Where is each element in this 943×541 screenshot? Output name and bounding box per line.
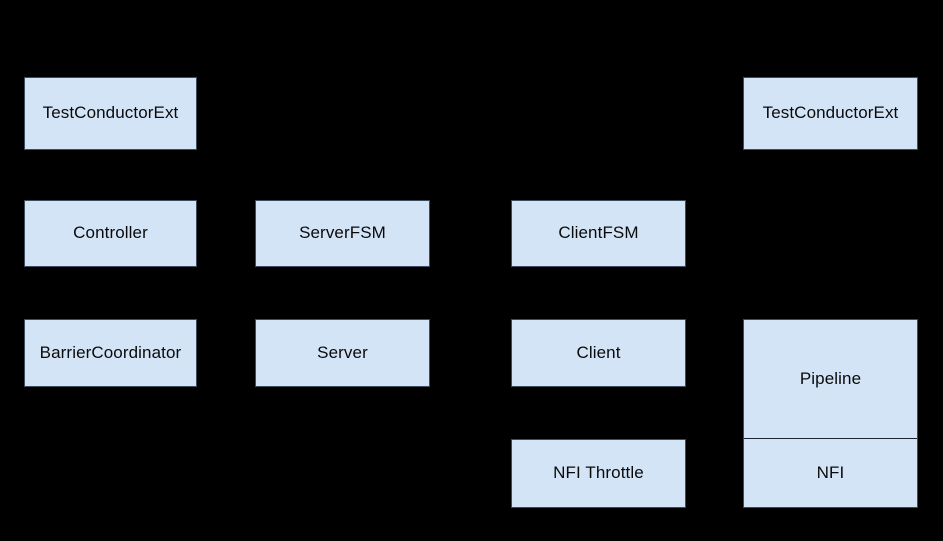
node-client-fsm[interactable]: ClientFSM <box>511 200 686 267</box>
node-server[interactable]: Server <box>255 319 430 387</box>
node-label-test-conductor-ext-left: TestConductorExt <box>42 103 179 123</box>
node-label-nfi: NFI <box>816 462 845 482</box>
node-nfi[interactable]: NFI <box>744 437 917 507</box>
node-label-client: Client <box>576 342 621 362</box>
node-label-test-conductor-ext-right: TestConductorExt <box>762 103 899 123</box>
node-label-pipeline: Pipeline <box>799 368 862 388</box>
node-barrier-coordinator[interactable]: BarrierCoordinator <box>24 319 197 387</box>
node-label-client-fsm: ClientFSM <box>558 223 639 243</box>
node-pipeline[interactable]: Pipeline <box>744 320 917 438</box>
node-client[interactable]: Client <box>511 319 686 387</box>
node-test-conductor-ext-right[interactable]: TestConductorExt <box>743 77 918 150</box>
node-label-server: Server <box>317 342 368 362</box>
node-label-controller: Controller <box>73 223 148 243</box>
node-server-fsm[interactable]: ServerFSM <box>255 200 430 267</box>
node-nfi-throttle[interactable]: NFI Throttle <box>511 439 686 508</box>
node-label-server-fsm: ServerFSM <box>299 223 386 243</box>
node-label-nfi-throttle: NFI Throttle <box>553 463 644 483</box>
node-controller[interactable]: Controller <box>24 200 197 267</box>
node-label-barrier-coordinator: BarrierCoordinator <box>39 342 182 362</box>
node-test-conductor-ext-left[interactable]: TestConductorExt <box>24 77 197 150</box>
